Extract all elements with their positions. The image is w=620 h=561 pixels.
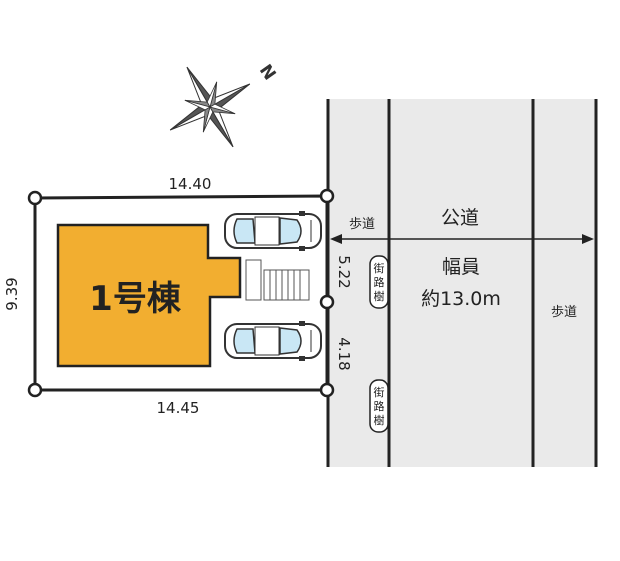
street-tree-marker: 街 路 樹 — [369, 255, 389, 309]
sidewalk-right-label: 歩道 — [551, 305, 577, 320]
north-compass-icon — [169, 66, 251, 148]
road-width-label: 幅員 — [442, 256, 480, 278]
parked-car-icon — [224, 211, 322, 251]
street-tree-char: 路 — [374, 276, 385, 289]
lot-corner-marker — [319, 188, 335, 204]
street-tree-marker: 街 路 樹 — [369, 379, 389, 433]
dimension-right-lower: 4.18 — [335, 337, 353, 370]
road-name: 公道 — [441, 207, 479, 229]
lot-corner-marker — [27, 382, 43, 398]
dimension-top: 14.40 — [169, 175, 212, 193]
building-label: 1号棟 — [89, 279, 182, 319]
dimension-bottom: 14.45 — [157, 399, 200, 417]
road-width-value: 約13.0m — [421, 288, 501, 310]
road — [326, 99, 598, 467]
road-surface — [328, 99, 596, 467]
entrance-stairs — [245, 259, 310, 301]
road-width-arrow — [330, 234, 594, 244]
lot-corner-marker — [319, 382, 335, 398]
building-footprint — [56, 223, 242, 368]
street-tree-char: 路 — [374, 400, 385, 413]
dimension-left: 9.39 — [3, 277, 21, 310]
dimension-right-upper: 5.22 — [335, 255, 353, 288]
street-tree-char: 樹 — [374, 414, 385, 427]
street-tree-char: 街 — [374, 385, 385, 399]
street-tree-char: 街 — [374, 261, 385, 275]
lot-corner-marker — [319, 294, 335, 310]
compass-north-label: N — [255, 61, 280, 84]
sidewalk-left-label: 歩道 — [349, 217, 375, 232]
lot-corner-marker — [27, 190, 43, 206]
street-tree-char: 樹 — [374, 290, 385, 303]
parked-car-icon — [224, 321, 322, 361]
